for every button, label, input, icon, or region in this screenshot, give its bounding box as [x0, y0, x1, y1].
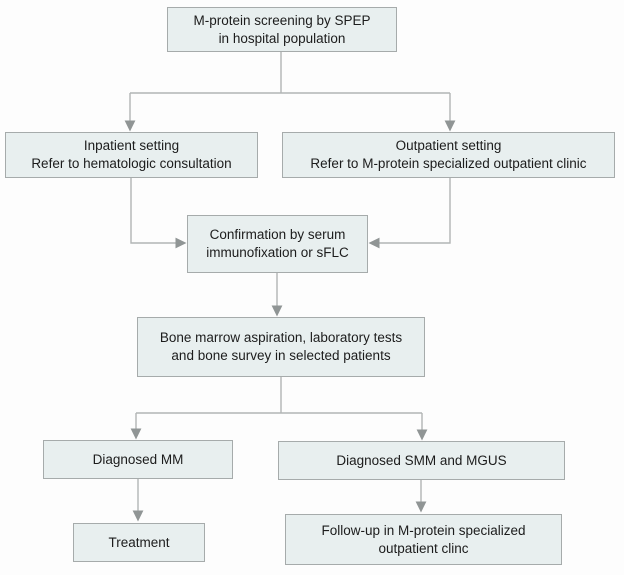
node-screening: M-protein screening by SPEP in hospital …	[167, 7, 397, 52]
node-treatment: Treatment	[73, 523, 205, 562]
node-diagnosed-smm-mgus: Diagnosed SMM and MGUS	[278, 441, 565, 480]
arrowhead-icon	[415, 501, 427, 513]
node-outpatient-setting: Outpatient setting Refer to M-protein sp…	[282, 132, 615, 178]
node-diagnosed-mm: Diagnosed MM	[43, 440, 233, 479]
node-bone-marrow: Bone marrow aspiration, laboratory tests…	[137, 317, 425, 377]
arrowhead-icon	[130, 428, 142, 440]
arrowhead-icon	[124, 120, 136, 132]
arrowhead-icon	[175, 237, 187, 249]
arrowhead-icon	[271, 305, 283, 317]
arrowhead-icon	[132, 510, 144, 522]
node-confirmation: Confirmation by serum immunofixation or …	[187, 215, 368, 273]
arrowhead-icon	[416, 429, 428, 441]
node-inpatient-setting: Inpatient setting Refer to hematologic c…	[5, 132, 258, 178]
edge-outpatient-confirmation	[379, 178, 451, 244]
arrowhead-icon	[444, 120, 456, 132]
arrowhead-icon	[368, 237, 380, 249]
edge-bonemarrow-split	[135, 377, 423, 430]
edge-inpatient-confirmation	[130, 178, 176, 244]
node-follow-up: Follow-up in M-protein specialized outpa…	[285, 514, 562, 565]
edge-screening-split	[129, 52, 451, 121]
